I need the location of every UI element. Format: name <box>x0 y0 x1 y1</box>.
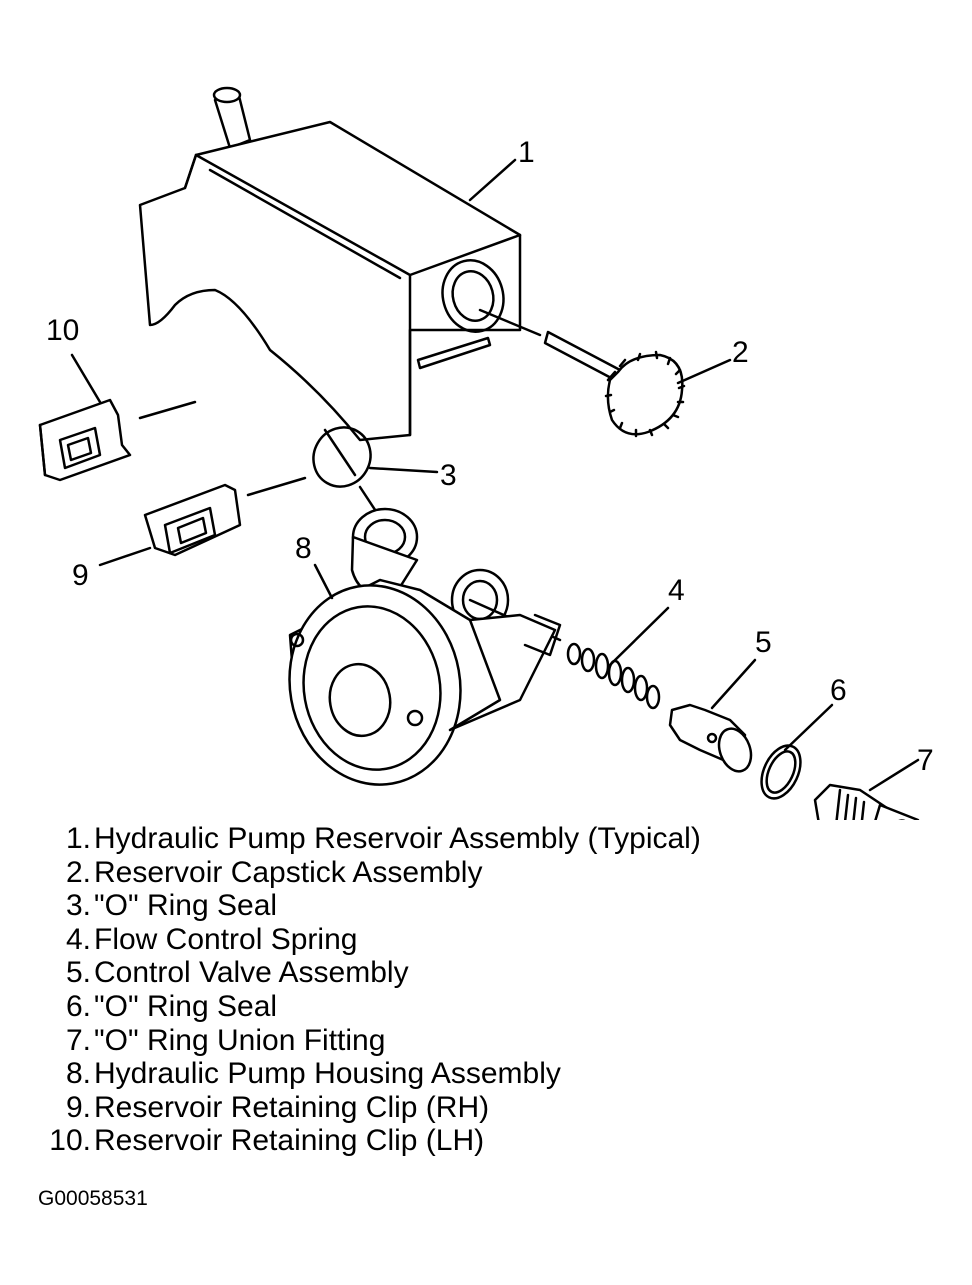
reservoir-clip-rh <box>98 476 307 567</box>
legend-text: Control Valve Assembly <box>94 956 409 990</box>
pump-housing-assembly <box>288 507 562 786</box>
legend-number: 1. <box>65 822 91 855</box>
figure-id: G00058531 <box>38 1187 148 1210</box>
legend-item: 1.Hydraulic Pump Reservoir Assembly (Typ… <box>30 822 930 856</box>
legend-number: 10. <box>49 1124 91 1158</box>
legend-text: Reservoir Retaining Clip (RH) <box>94 1090 490 1124</box>
callout-8: 8 <box>295 532 312 565</box>
legend-text: Hydraulic Pump Housing Assembly <box>94 1057 561 1091</box>
legend-text: "O" Ring Union Fitting <box>94 1023 386 1057</box>
o-ring-union-fitting <box>813 758 920 820</box>
parts-legend: 1.Hydraulic Pump Reservoir Assembly (Typ… <box>30 822 930 1158</box>
callout-5: 5 <box>755 626 772 659</box>
callout-4: 4 <box>668 574 685 607</box>
control-valve-assembly <box>668 658 757 773</box>
reservoir-assembly <box>138 86 542 442</box>
callout-9: 9 <box>72 559 89 592</box>
legend-number: 4. <box>65 922 91 956</box>
legend-item: 9.Reservoir Retaining Clip (RH) <box>30 1091 930 1125</box>
callout-7: 7 <box>917 744 934 777</box>
legend-item: 7."O" Ring Union Fitting <box>30 1024 930 1058</box>
legend-text: Reservoir Retaining Clip (LH) <box>94 1124 485 1158</box>
callout-2: 2 <box>732 336 749 369</box>
callout-6: 6 <box>830 674 847 707</box>
callout-1: 1 <box>518 136 535 169</box>
legend-number: 7. <box>65 1023 91 1057</box>
legend-number: 5. <box>65 956 91 990</box>
flow-control-spring <box>566 606 670 710</box>
legend-item: 4.Flow Control Spring <box>30 923 930 957</box>
legend-number: 3. <box>65 889 91 923</box>
legend-number: 2. <box>65 855 91 889</box>
callout-3: 3 <box>440 459 457 492</box>
legend-text: "O" Ring Seal <box>94 989 278 1023</box>
legend-number: 9. <box>65 1090 91 1124</box>
o-ring-seal-upper <box>312 426 439 527</box>
legend-item: 8.Hydraulic Pump Housing Assembly <box>30 1057 930 1091</box>
legend-item: 6."O" Ring Seal <box>30 990 930 1024</box>
legend-text: "O" Ring Seal <box>94 889 278 923</box>
exploded-parts-diagram: 1 2 3 4 5 6 7 8 9 10 <box>38 86 934 820</box>
legend-number: 8. <box>65 1057 91 1091</box>
legend-text: Reservoir Capstick Assembly <box>94 855 483 889</box>
reservoir-capstick <box>543 330 732 438</box>
legend-item: 10.Reservoir Retaining Clip (LH) <box>30 1124 930 1158</box>
legend-item: 5.Control Valve Assembly <box>30 956 930 990</box>
legend-number: 6. <box>65 989 91 1023</box>
legend-text: Hydraulic Pump Reservoir Assembly (Typic… <box>94 822 701 855</box>
legend-text: Flow Control Spring <box>94 922 358 956</box>
reservoir-clip-lh <box>38 353 197 482</box>
legend-item: 3."O" Ring Seal <box>30 889 930 923</box>
o-ring-seal-lower <box>760 703 834 800</box>
callout-10: 10 <box>46 314 79 347</box>
legend-item: 2.Reservoir Capstick Assembly <box>30 856 930 890</box>
